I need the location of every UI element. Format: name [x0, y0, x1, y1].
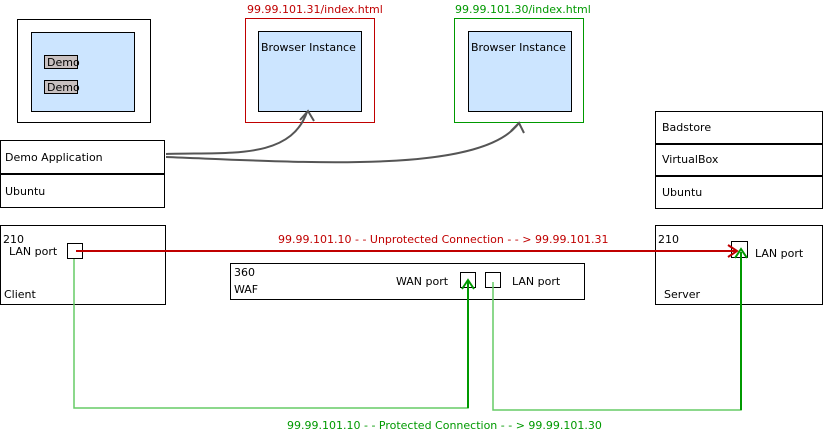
browser-red-title: Browser Instance	[261, 41, 356, 54]
server-name: Server	[664, 288, 701, 301]
server-port-label: LAN port	[755, 247, 804, 260]
unprotected-connection-label: 99.99.101.10 - - Unprotected Connection …	[278, 233, 609, 246]
unprotected-arrowhead	[727, 244, 739, 258]
server-os-label: Ubuntu	[662, 186, 703, 199]
arrow-to-browser-red	[165, 111, 308, 155]
waf-device: 360 WAF WAN port LAN port	[230, 263, 585, 300]
browser-green-title: Browser Instance	[471, 41, 566, 54]
arrow-to-browser-green	[165, 123, 519, 164]
server-app-label: Badstore	[662, 121, 712, 134]
browser-red-url: 99.99.101.31/index.html	[247, 3, 383, 16]
arrowhead-browser-red	[299, 109, 315, 122]
protected-connection-label: 99.99.101.10 - - Protected Connection - …	[287, 419, 602, 432]
client-monitor-screen	[31, 32, 135, 112]
client-os-label: Ubuntu	[5, 185, 46, 198]
browser-green-screen	[468, 31, 572, 112]
server-virt-layer: VirtualBox	[655, 144, 823, 176]
waf-lan-port-label: LAN port	[512, 275, 561, 288]
client-app-layer: Demo Application	[0, 140, 165, 174]
client-name: Client	[4, 288, 36, 301]
waf-wan-port-label: WAN port	[396, 275, 449, 288]
protected-arrowhead-server	[734, 247, 748, 259]
waf-name: WAF	[234, 283, 259, 296]
protected-link-waf-server	[492, 252, 742, 411]
client-os-layer: Ubuntu	[0, 174, 165, 208]
server-device: 210 LAN port Server	[655, 225, 823, 305]
client-model: 210	[3, 233, 24, 246]
protected-arrowhead-waf	[461, 278, 475, 290]
client-port-label: LAN port	[9, 245, 58, 258]
demo-button-2[interactable]: Demo	[44, 80, 80, 94]
browser-green-url: 99.99.101.30/index.html	[455, 3, 591, 16]
client-device: 210 LAN port Client	[0, 225, 166, 305]
waf-model: 360	[234, 266, 255, 279]
client-app-label: Demo Application	[5, 151, 103, 164]
demo-button-1-label: Demo	[47, 56, 80, 69]
server-model: 210	[658, 233, 679, 246]
browser-red-screen	[258, 31, 362, 112]
server-os-layer: Ubuntu	[655, 176, 823, 209]
demo-button-1[interactable]: Demo	[44, 55, 80, 69]
arrowhead-browser-green	[510, 121, 525, 134]
protected-link-client-waf	[73, 259, 469, 409]
server-virt-label: VirtualBox	[662, 153, 719, 166]
demo-button-2-label: Demo	[47, 81, 80, 94]
